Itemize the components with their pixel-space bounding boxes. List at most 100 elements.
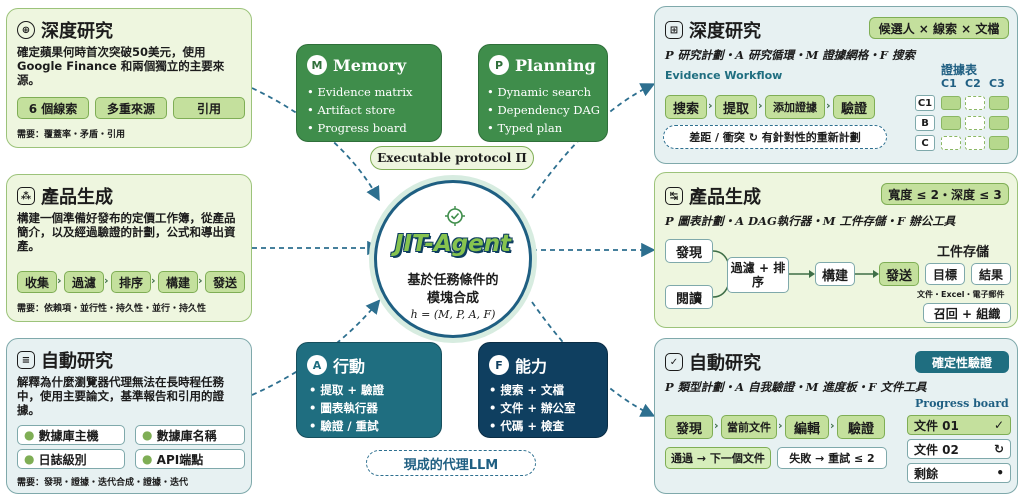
globe-icon: ⊕ <box>17 21 35 39</box>
right-deep-step-search: 搜索 <box>665 95 707 119</box>
left-product-arrow-1: › <box>57 274 62 287</box>
auto-pass: 通過 → 下一個文件 <box>665 447 771 469</box>
left-deep-chip-sources: 多重來源 <box>95 97 167 119</box>
planning-box: P Planning • Dynamic search • Dependency… <box>478 44 608 142</box>
artifact-store-title: 工件存儲 <box>937 245 990 260</box>
left-auto-title: 自動研究 <box>41 351 113 372</box>
ability-header: F 能力 <box>489 353 547 377</box>
grid-col-c1: C1 <box>941 77 957 90</box>
grid-col-c2: C2 <box>965 77 981 90</box>
left-deep-need: 需要：覆蓋率・矛盾・引用 <box>17 130 126 140</box>
dag-node-read: 閱讀 <box>665 285 713 309</box>
hub-caption-line1: 基於任務條件的 <box>407 273 499 288</box>
memory-item-2: • Artifact store <box>307 103 396 117</box>
planning-item-1-label: Dynamic search <box>497 85 592 99</box>
left-product-arrow-4: › <box>198 274 203 287</box>
board-row-3: 剩餘 • <box>907 463 1011 483</box>
auto-arrow-2: › <box>778 419 783 432</box>
grid-row-c1: C1 <box>915 95 935 111</box>
grid-cell-2-2 <box>965 116 985 130</box>
left-card-auto-research: ≡ 自動研究 解釋為什麼瀏覽器代理無法在長時程任務中，使用主要論文，基準報告和引… <box>6 338 252 494</box>
graph-icon: ↹ <box>665 187 683 205</box>
left-auto-desc: 解釋為什麼瀏覽器代理無法在長時程任務中，使用主要論文，基準報告和引用的證據。 <box>17 375 224 417</box>
auto-fail: 失敗 → 重試 ≤ 2 <box>777 447 887 469</box>
grid-cell-1-1 <box>941 96 961 110</box>
action-item-1-label: 提取 + 驗證 <box>320 383 385 397</box>
check-icon: ✓ <box>993 418 1004 432</box>
left-deep-title: 深度研究 <box>41 21 113 42</box>
board-row-1-label: 文件 01 <box>914 418 959 433</box>
bullet-dot-icon: ● <box>24 428 39 442</box>
left-deep-title-row: ⊕ 深度研究 <box>17 17 113 43</box>
left-deep-desc: 確定蘋果何時首次突破50美元，使用Google Finance 和兩個獨立的主要… <box>17 45 225 87</box>
right-product-title-row: ↹ 產品生成 <box>665 183 761 209</box>
memory-item-1: • Evidence matrix <box>307 85 413 99</box>
left-auto-chip-db-host: ● 數據庫主機 <box>17 425 125 445</box>
action-item-2: • 圖表執行器 <box>309 401 378 415</box>
left-auto-chip-log-level: ● 日誌級別 <box>17 449 125 469</box>
bullet-dot-icon: ● <box>142 428 157 442</box>
grid-row-c: C <box>915 135 935 151</box>
ability-item-3: • 代碼 + 檢查 <box>489 419 565 433</box>
left-product-arrow-3: › <box>151 274 156 287</box>
auto-arrow-1: › <box>714 419 719 432</box>
progress-board-title: Progress board <box>915 397 1009 410</box>
left-product-chip-build: 構建 <box>158 271 198 293</box>
planning-item-2: • Dependency DAG <box>487 103 600 117</box>
right-deep-step-add: 添加證據 <box>765 95 825 119</box>
memory-item-3: • Progress board <box>307 121 407 135</box>
jit-agent-hub: JIT-Agent 基於任務條件的 模塊合成 h = (M, P, A, F) <box>374 180 532 338</box>
left-auto-need: 需要：發現・證據・迭代合成・證據・迭代 <box>17 478 189 488</box>
memory-item-3-label: Progress board <box>317 121 407 135</box>
planning-title: Planning <box>515 55 596 75</box>
memory-box: M Memory • Evidence matrix • Artifact st… <box>296 44 442 142</box>
grid-cell-1-3 <box>989 96 1009 110</box>
protocol-text: Executable protocol Π <box>377 151 527 165</box>
artifact-store-note: 文件・Excel・電子郵件 <box>917 290 1005 299</box>
protocol-label: Executable protocol Π <box>370 146 534 170</box>
planning-item-1: • Dynamic search <box>487 85 592 99</box>
planning-list: • Dynamic search • Dependency DAG • Type… <box>487 83 600 137</box>
dag-node-build: 構建 <box>815 262 855 286</box>
planning-item-3-label: Typed plan <box>497 121 563 135</box>
table-icon: ⊞ <box>665 21 683 39</box>
ability-item-1: • 搜索 + 文檔 <box>489 383 565 397</box>
current-llm-label: 現成的代理LLM <box>366 450 536 476</box>
right-card-product: ↹ 產品生成 寬度 ≤ 2・深度 ≤ 3 P 圖表計劃・A DAG執行器・M 工… <box>654 172 1018 328</box>
evidence-grid-title: 證據表 <box>941 63 978 77</box>
left-auto-chip-db-name-label: 數據庫名稱 <box>156 428 217 443</box>
left-deep-chip-citation: 引用 <box>173 97 245 119</box>
memory-list: • Evidence matrix • Artifact store • Pro… <box>307 83 413 137</box>
right-deep-title-row: ⊞ 深度研究 <box>665 17 761 43</box>
right-deep-tag: 候選人 × 線索 × 文檔 <box>869 17 1009 39</box>
right-deep-step-verify: 驗證 <box>833 95 875 119</box>
hub-caption-line2: 模塊合成 <box>426 291 479 306</box>
artifact-store-result: 結果 <box>971 263 1011 285</box>
right-deep-workflow-label: Evidence Workflow <box>665 69 783 82</box>
action-badge: A <box>307 355 327 375</box>
ability-item-2-label: 文件 + 辦公室 <box>500 401 576 415</box>
target-icon <box>445 206 465 226</box>
ability-box: F 能力 • 搜索 + 文檔 • 文件 + 辦公室 • 代碼 + 檢查 <box>478 342 608 438</box>
dag-node-filter-sort: 過濾 + 排序 <box>727 257 789 293</box>
network-icon: ⁂ <box>17 187 35 205</box>
right-product-title: 產品生成 <box>689 187 761 208</box>
right-product-tag: 寬度 ≤ 2・深度 ≤ 3 <box>881 183 1009 205</box>
grid-col-c3: C3 <box>989 77 1005 90</box>
auto-step-discover: 發現 <box>665 415 713 439</box>
memory-item-1-label: Evidence matrix <box>317 85 413 99</box>
right-deep-arrow-1: › <box>708 99 713 112</box>
right-auto-title-row: ✓ 自動研究 <box>665 349 761 375</box>
dag-node-discover: 發現 <box>665 239 713 263</box>
board-row-2: 文件 02 ↻ <box>907 439 1011 459</box>
right-card-auto-research: ✓ 自動研究 確定性驗證 P 類型計劃・A 自我驗證・M 進度板・F 文件工具 … <box>654 338 1018 494</box>
board-row-1: 文件 01 ✓ <box>907 415 1011 435</box>
left-card-deep-research: ⊕ 深度研究 確定蘋果何時首次突破50美元，使用Google Finance 和… <box>6 8 252 148</box>
left-product-arrow-2: › <box>104 274 109 287</box>
right-deep-title: 深度研究 <box>689 21 761 42</box>
recall-organize: 召回 + 組織 <box>923 303 1011 323</box>
dot-icon: • <box>996 466 1004 480</box>
arrow-deep-to-center <box>251 87 380 202</box>
action-item-2-label: 圖表執行器 <box>320 401 378 415</box>
auto-step-current-file: 當前文件 <box>721 415 777 439</box>
